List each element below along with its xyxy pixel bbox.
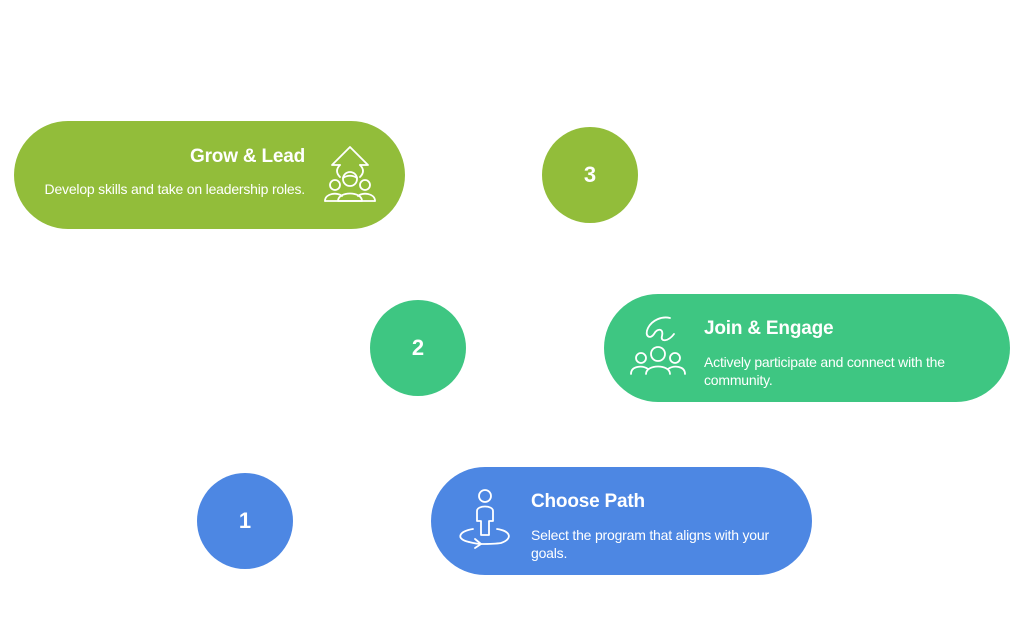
step-description: Develop skills and take on leadership ro…	[44, 181, 306, 197]
step-title: Join & Engage	[704, 318, 834, 339]
step-description: Select the program that aligns with your…	[531, 527, 769, 561]
step-card-choose-path: Choose Path Select the program that alig…	[431, 467, 812, 575]
step-title: Choose Path	[531, 491, 645, 512]
step-number-3: 3	[542, 127, 638, 223]
step-card-join-engage: Join & Engage Actively participate and c…	[604, 294, 1010, 402]
step-title: Grow & Lead	[190, 146, 305, 167]
step-card-grow-lead: Grow & Lead Develop skills and take on l…	[14, 121, 405, 229]
step-description: Actively participate and connect with th…	[704, 354, 945, 388]
leader-growth-icon	[318, 141, 382, 205]
community-engage-icon	[626, 314, 690, 378]
person-choose-path-icon	[451, 487, 515, 551]
step-number-2: 2	[370, 300, 466, 396]
step-number-1: 1	[197, 473, 293, 569]
